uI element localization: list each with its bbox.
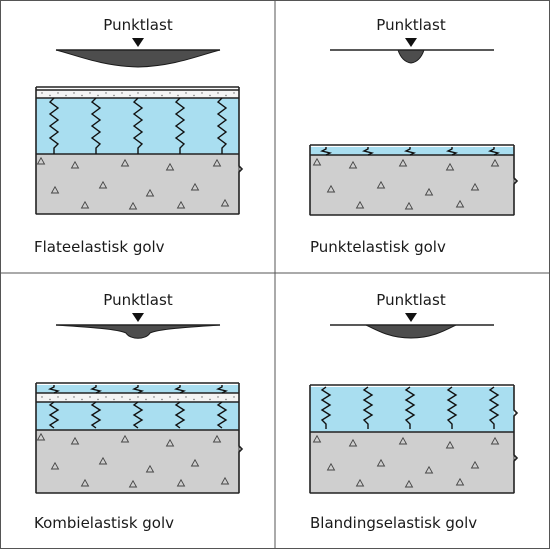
panel-caption: Blandingselastisk golv [310, 514, 477, 532]
concrete-layer [35, 153, 240, 215]
point-load-marker: Punktlast [103, 16, 173, 47]
deflection-curve [55, 324, 221, 339]
dotted-layer [36, 90, 239, 98]
dotted-pattern [41, 92, 235, 97]
floor-section [35, 86, 244, 215]
elastic-layer [36, 98, 239, 154]
concrete-layer [309, 431, 515, 494]
panel-caption: Kombielastisk golv [34, 514, 174, 532]
point-load-marker: Punktlast [376, 16, 446, 47]
top-elastic-layer [36, 385, 239, 393]
load-label: Punktlast [376, 291, 446, 309]
point-load-marker: Punktlast [103, 291, 173, 322]
deflection-curve [330, 49, 494, 64]
spring-elements [320, 386, 500, 429]
load-label: Punktlast [103, 16, 173, 34]
elastic-layer [310, 147, 514, 155]
load-arrow-icon [405, 313, 417, 322]
concrete-layer [309, 154, 515, 216]
panel-kombielastisk: Punktlast [34, 291, 244, 532]
dotted-pattern [41, 396, 235, 401]
panel-blandingselastisk: Punktlast [309, 291, 519, 532]
panel-punktelastisk: Punktlast [309, 16, 519, 256]
load-arrow-icon [132, 38, 144, 47]
floor-section [309, 384, 519, 494]
dotted-layer [36, 394, 239, 402]
load-arrow-icon [132, 313, 144, 322]
deflection-curve [330, 324, 494, 339]
panel-flateelastisk: Punktlast [34, 16, 244, 256]
load-label: Punktlast [376, 16, 446, 34]
floor-section [309, 144, 519, 216]
spring-elements [319, 147, 501, 156]
load-arrow-icon [405, 38, 417, 47]
point-load-marker: Punktlast [376, 291, 446, 322]
elastic-layer [36, 402, 239, 430]
spring-elements [47, 385, 229, 429]
load-label: Punktlast [103, 291, 173, 309]
deflection-curve [55, 49, 221, 68]
concrete-layer [35, 429, 240, 494]
panel-caption: Flateelastisk golv [34, 238, 165, 256]
floor-section [35, 382, 244, 494]
spring-elements [48, 97, 228, 154]
panel-caption: Punktelastisk golv [310, 238, 446, 256]
